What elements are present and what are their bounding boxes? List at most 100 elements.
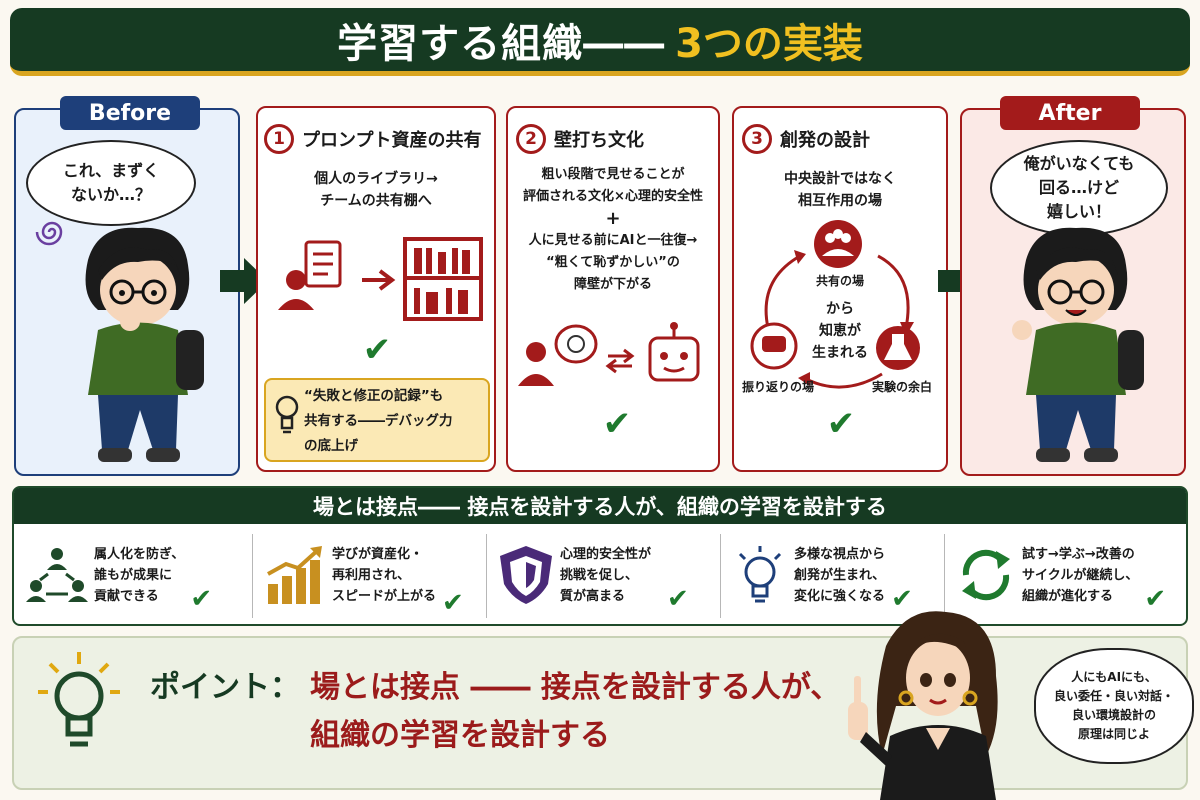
emergence-cycle-diagram: [750, 220, 920, 389]
benefit-1-line3: 貢献できる: [94, 588, 159, 604]
network-people-icon: [26, 548, 88, 602]
benefit-divider: [486, 534, 487, 618]
benefit-5-line2: サイクルが継続し、: [1022, 567, 1139, 583]
benefit-2-check-icon: ✔: [442, 588, 464, 618]
benefit-divider: [944, 534, 945, 618]
before-bubble-line1: これ、まずく: [62, 161, 160, 180]
page-title: 学習する組織――: [337, 20, 666, 67]
bookshelf-icon: [403, 237, 483, 321]
benefit-4-line2: 創発が生まれ、: [794, 567, 886, 583]
benefit-3-line2: 挑戦を促し、: [560, 567, 639, 583]
benefit-divider: [252, 534, 253, 618]
bar-growth-icon: [267, 546, 322, 604]
guide-bubble-line1: 人にもAIにも、: [1071, 670, 1157, 684]
step2-desc-line2: 評価される文化×心理的安全性: [523, 189, 703, 204]
shield-icon: [500, 546, 552, 604]
benefit-5-line3: 組織が進化する: [1022, 588, 1114, 604]
step3-node-top: 共有の場: [815, 274, 864, 288]
benefit-1-text: 属人化を防ぎ、 誰もが成果に 貢献できる: [94, 544, 184, 607]
after-bubble-line2: 回る…けど: [1038, 178, 1119, 197]
step2-check-icon: ✔: [602, 404, 632, 444]
after-character-illustration: [1012, 227, 1144, 462]
cycle-icon: [962, 549, 1010, 601]
before-character-illustration: [85, 227, 204, 462]
benefit-2-line2: 再利用され、: [332, 567, 411, 583]
benefit-item-4: 多様な視点から 創発が生まれ、 変化に強くなる ✔: [724, 526, 949, 624]
benefit-divider: [720, 534, 721, 618]
worried-swirl-icon: [35, 221, 63, 246]
step3-desc-line1: 中央設計ではなく: [784, 171, 896, 187]
benefit-item-3: 心理的安全性が 挑戦を促し、 質が高まる ✔: [490, 526, 715, 624]
step2-desc-line5: 障壁が下がる: [573, 277, 652, 292]
step1-note-box: “失敗と修正の記録”も 共有する――デバッグ力 の底上げ: [264, 378, 490, 462]
step2-description: 粗い段階で見せることが 評価される文化×心理的安全性 + 人に見せる前にAIと一…: [508, 164, 718, 296]
page-title-highlight: 3つの実装: [675, 20, 863, 67]
point-label: ポイント：: [150, 670, 300, 705]
benefit-3-line3: 質が高まる: [560, 588, 626, 604]
step2-title: 壁打ち文化: [554, 130, 644, 151]
after-tag: After: [1000, 96, 1140, 130]
benefit-4-text: 多様な視点から 創発が生まれ、 変化に強くなる: [794, 544, 885, 607]
benefit-item-2: 学びが資産化・ 再利用され、 スピードが上がる ✔: [256, 526, 481, 624]
step1-note-text: “失敗と修正の記録”も 共有する――デバッグ力 の底上げ: [304, 384, 488, 459]
step3-desc-line2: 相互作用の場: [798, 193, 882, 209]
benefit-bar: 場とは接点―― 接点を設計する人が、組織の学習を設計する 属人化を防ぎ、 誰もが…: [12, 486, 1188, 626]
benefit-4-line1: 多様な視点から: [794, 546, 886, 562]
step1-note-line1: “失敗と修正の記録”も: [304, 388, 444, 404]
benefit-2-line1: 学びが資産化・: [332, 546, 424, 562]
step3-center-text: から 知恵が 生まれる: [800, 298, 880, 364]
arrow-right-small-icon: [362, 269, 396, 291]
before-bubble-line2: ないか…？: [70, 185, 151, 204]
lightbulb-icon: [38, 652, 120, 747]
benefit-5-line1: 試す→学ぶ→改善の: [1022, 546, 1135, 562]
step1-title: プロンプト資産の共有: [302, 130, 482, 151]
guide-bubble-line3: 良い環境設計の: [1071, 708, 1156, 722]
before-speech-bubble: これ、まずく ないか…？: [26, 140, 196, 226]
benefit-4-check-icon: ✔: [891, 584, 913, 614]
step3-center-line2: 知恵が: [819, 323, 861, 339]
title-bar: 学習する組織―― 3つの実装: [10, 8, 1190, 76]
benefit-item-1: 属人化を防ぎ、 誰もが成果に 貢献できる ✔: [18, 526, 243, 624]
after-bubble-line3: 嬉しい！: [1046, 202, 1111, 221]
benefit-3-text: 心理的安全性が 挑戦を促し、 質が高まる: [560, 544, 651, 607]
step2-desc-line1: 粗い段階で見せることが: [541, 167, 685, 182]
step2-panel: [506, 106, 720, 472]
benefit-5-text: 試す→学ぶ→改善の サイクルが継続し、 組織が進化する: [1022, 544, 1138, 607]
step1-check-icon: ✔: [362, 330, 392, 370]
lightbulb-icon: [275, 395, 299, 434]
benefit-3-check-icon: ✔: [667, 584, 689, 614]
step3-number: 3: [742, 124, 772, 154]
step3-title-row: 3 創発の設計: [742, 124, 870, 154]
step3-node-left: 振り返りの場: [741, 380, 814, 394]
step1-desc-line2: チームの共有棚へ: [320, 193, 432, 209]
benefit-1-check-icon: ✔: [190, 584, 213, 614]
step1-note-line3: の底上げ: [304, 438, 358, 454]
lightbulb-icon: [738, 546, 782, 603]
before-tag: Before: [60, 96, 200, 130]
benefit-5-check-icon: ✔: [1144, 584, 1167, 614]
step1-title-row: 1 プロンプト資産の共有: [264, 124, 481, 154]
step2-plus: +: [605, 208, 621, 229]
guide-bubble-line2: 良い委任・良い対話・: [1053, 689, 1174, 703]
person-ai-exchange-icon: [518, 322, 700, 386]
step2-desc-line4: “粗くて恥ずかしい”の: [546, 255, 680, 270]
after-bubble-line1: 俺がいなくても: [1023, 154, 1135, 173]
benefit-1-line2: 誰もが成果に: [94, 567, 173, 583]
step1-description: 個人のライブラリ→ チームの共有棚へ: [262, 168, 490, 212]
step3-node-right: 実験の余白: [871, 380, 932, 394]
benefit-3-line1: 心理的安全性が: [560, 546, 652, 562]
document-person-icon: [278, 240, 342, 310]
step2-title-row: 2 壁打ち文化: [516, 124, 644, 154]
benefit-2-text: 学びが資産化・ 再利用され、 スピードが上がる: [332, 544, 436, 607]
benefit-2-line3: スピードが上がる: [332, 588, 437, 604]
step3-check-icon: ✔: [826, 404, 856, 444]
point-line2: 組織の学習を設計する: [310, 718, 610, 753]
step3-title: 創発の設計: [780, 130, 870, 151]
benefit-4-line3: 変化に強くなる: [794, 588, 886, 604]
point-line1: 場とは接点 ―― 接点を設計する人が、: [310, 670, 841, 705]
step1-note-line2: 共有する――デバッグ力: [304, 413, 453, 429]
step3-description: 中央設計ではなく 相互作用の場: [734, 168, 946, 212]
step2-desc-line3: 人に見せる前にAIと一往復→: [528, 233, 698, 248]
step3-center-line1: から: [826, 301, 854, 317]
step1-desc-line1: 個人のライブラリ→: [314, 171, 438, 187]
